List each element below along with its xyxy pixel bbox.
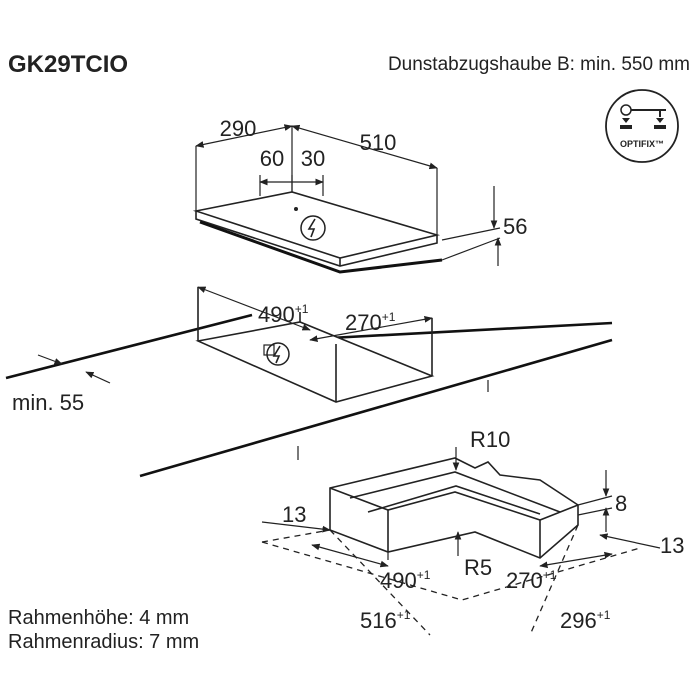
frame-radius-outer: R10 (470, 427, 510, 452)
dim-height: 56 (503, 214, 527, 239)
cutout-width: 270+1 (345, 310, 396, 335)
min-edge-distance: min. 55 (12, 390, 84, 415)
dim-width-right: 510 (360, 130, 397, 155)
optifix-badge-icon: OPTIFIX™ (605, 89, 679, 163)
cutout-depth: 490+1 (258, 302, 309, 327)
dim-width-left: 290 (220, 116, 257, 141)
dim-knob-b: 30 (301, 146, 325, 171)
frame-inner-width: 270+1 (506, 568, 557, 593)
frame-margin-right: 13 (660, 533, 684, 558)
worktop-cutout-drawing (5, 286, 613, 478)
optifix-label: OPTIFIX™ (620, 139, 664, 149)
hood-note: Dunstabzugshaube B: min. 550 mm (388, 54, 690, 75)
frame-step: 8 (615, 491, 627, 516)
frame-radius-inner: R5 (464, 555, 492, 580)
note-frame-radius: Rahmenradius: 7 mm (8, 631, 199, 653)
hob-drawing (192, 124, 502, 274)
frame-outer-width: 296+1 (560, 608, 611, 633)
note-frame-height: Rahmenhöhe: 4 mm (8, 607, 189, 629)
power-symbol-icon (266, 342, 290, 366)
power-symbol-icon (300, 215, 326, 241)
model-title: GK29TCIO (8, 51, 128, 78)
frame-margin-left: 13 (282, 502, 306, 527)
dim-knob-a: 60 (260, 146, 284, 171)
frame-inner-depth: 490+1 (380, 568, 431, 593)
frame-drawing (261, 447, 661, 636)
frame-outer-depth: 516+1 (360, 608, 411, 633)
